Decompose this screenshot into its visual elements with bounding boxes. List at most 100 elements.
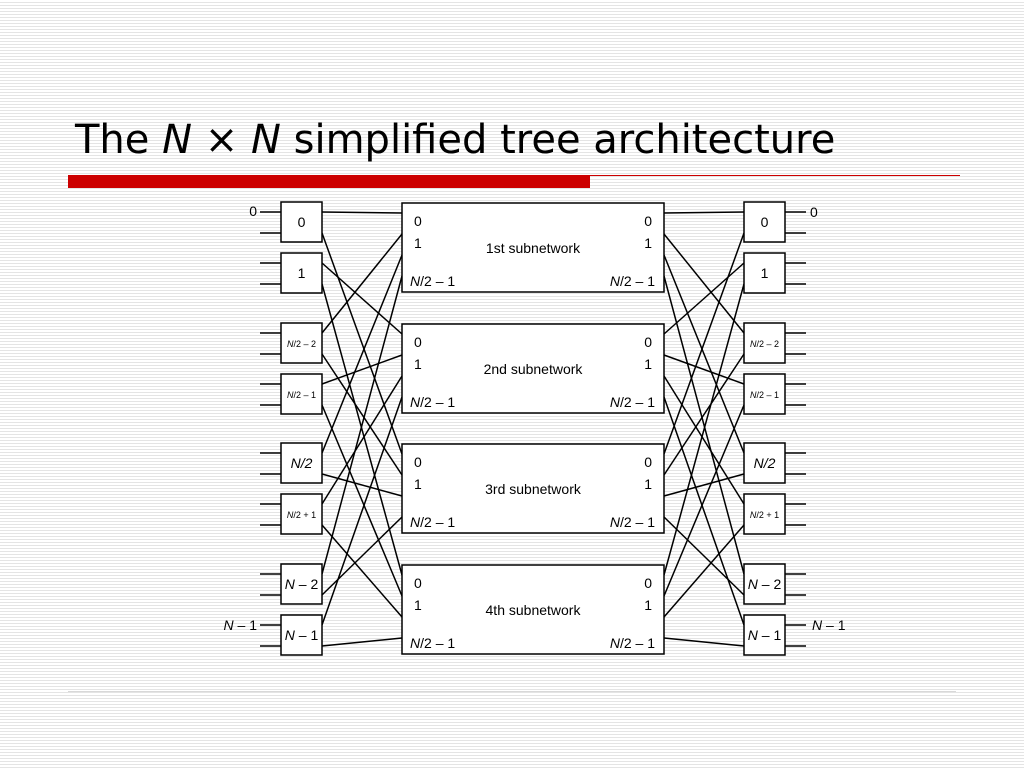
subnetwork-port-label: 0 bbox=[414, 454, 422, 470]
interstage-wire bbox=[321, 404, 403, 597]
title-var-2: N bbox=[251, 117, 281, 163]
switch-label: N – 1 bbox=[748, 627, 782, 643]
subnetwork-port-label-var: N bbox=[410, 514, 421, 530]
switch-label: N/2 – 1 bbox=[750, 390, 779, 400]
interstage-wire bbox=[321, 254, 403, 454]
subnetwork-port-label: 0 bbox=[414, 213, 422, 229]
subnetwork-port-label: N/2 – 1 bbox=[610, 635, 655, 651]
output-label-last: N – 1 bbox=[812, 617, 846, 633]
interstage-wire bbox=[321, 396, 403, 626]
subnetwork-port-label-var: N bbox=[410, 635, 421, 651]
interstage-wire bbox=[321, 375, 403, 505]
subnetwork-port-label: N/2 – 1 bbox=[610, 514, 655, 530]
switch-label: N/2 bbox=[754, 455, 776, 471]
switch-label-rest: – 1 bbox=[758, 627, 782, 643]
input-switch-box bbox=[280, 252, 323, 294]
subnetwork-port-label-var: N bbox=[610, 514, 621, 530]
switch-label-rest: – 2 bbox=[758, 576, 782, 592]
interstage-wire bbox=[663, 232, 745, 455]
switch-label: N/2 bbox=[291, 455, 313, 471]
interstage-wire bbox=[663, 275, 745, 575]
switch-label: 1 bbox=[761, 265, 769, 281]
subnetwork-port-label-var: N bbox=[610, 635, 621, 651]
subnetwork-name: 1st subnetwork bbox=[486, 240, 581, 256]
title-times: × bbox=[204, 117, 239, 163]
footer-divider bbox=[68, 691, 956, 692]
title-accent-line bbox=[590, 175, 960, 176]
interstage-wire bbox=[663, 353, 745, 476]
interstage-wire bbox=[321, 232, 403, 455]
interstage-wire bbox=[663, 233, 745, 334]
subnetwork-port-label-rest: /2 – 1 bbox=[420, 514, 455, 530]
subnetwork-port-label: 0 bbox=[644, 334, 652, 350]
switch-label-rest: /2 + 1 bbox=[756, 510, 779, 520]
subnetwork-port-label: N/2 – 1 bbox=[410, 635, 455, 651]
subnetwork-box bbox=[401, 323, 665, 414]
subnetwork-port-label: 1 bbox=[644, 356, 652, 372]
switch-label-var: N/2 bbox=[291, 455, 313, 471]
interstage-wire bbox=[663, 262, 745, 335]
subnetwork-name: 3rd subnetwork bbox=[485, 481, 582, 497]
subnetwork-port-label: N/2 – 1 bbox=[410, 514, 455, 530]
interstage-wire bbox=[321, 473, 403, 497]
switch-label-var: N/2 bbox=[754, 455, 776, 471]
output-switch-box bbox=[743, 493, 786, 535]
switch-label: N – 2 bbox=[285, 576, 319, 592]
output-label-last-rest: – 1 bbox=[822, 617, 846, 633]
subnetwork-box bbox=[401, 202, 665, 293]
interstage-wire bbox=[663, 254, 745, 454]
input-label-last-rest: – 1 bbox=[234, 617, 258, 633]
interstage-wire bbox=[321, 353, 403, 476]
interstage-wire bbox=[321, 275, 403, 575]
switch-label: 1 bbox=[298, 265, 306, 281]
switch-label: N – 1 bbox=[285, 627, 319, 643]
interstage-wire bbox=[321, 262, 403, 335]
interstage-wire bbox=[663, 524, 745, 618]
subnetwork-port-label: 1 bbox=[414, 356, 422, 372]
switch-label-rest: – 1 bbox=[295, 627, 319, 643]
switch-label-var: N bbox=[750, 390, 757, 400]
output-switch-box bbox=[743, 442, 786, 484]
interstage-wire bbox=[321, 516, 403, 596]
output-switch-box bbox=[743, 201, 786, 243]
input-switch-box bbox=[280, 493, 323, 535]
interstage-wire bbox=[321, 637, 403, 647]
input-switch-box bbox=[280, 614, 323, 656]
switch-label-var: N bbox=[287, 339, 294, 349]
interstage-wire bbox=[663, 473, 745, 497]
subnetwork-port-label: 0 bbox=[644, 454, 652, 470]
input-switch-box bbox=[280, 373, 323, 415]
title-accent-bar bbox=[68, 175, 590, 188]
subnetwork-port-label: N/2 – 1 bbox=[410, 394, 455, 410]
interstage-wire bbox=[321, 211, 403, 214]
interstage-wire bbox=[663, 396, 745, 626]
interstage-wire bbox=[321, 233, 403, 334]
subnetwork-port-label: 1 bbox=[644, 235, 652, 251]
subnetwork-port-label-var: N bbox=[610, 394, 621, 410]
subnetwork-name: 2nd subnetwork bbox=[484, 361, 584, 377]
input-switch-box bbox=[280, 322, 323, 364]
interstage-wire bbox=[321, 524, 403, 618]
subnetwork-port-label: 1 bbox=[644, 476, 652, 492]
switch-label-rest: /2 – 2 bbox=[293, 339, 316, 349]
switch-label-rest: – 2 bbox=[295, 576, 319, 592]
interstage-wire bbox=[663, 516, 745, 596]
subnetwork-port-label: 0 bbox=[414, 334, 422, 350]
interstage-wire bbox=[663, 375, 745, 505]
subnetwork-port-label: 0 bbox=[644, 575, 652, 591]
switch-label-var: N bbox=[287, 390, 294, 400]
output-label-last-var: N bbox=[812, 617, 823, 633]
subnetwork-port-label-var: N bbox=[610, 273, 621, 289]
subnetwork-port-label: 0 bbox=[644, 213, 652, 229]
switch-label-var: N bbox=[285, 576, 296, 592]
interstage-wire bbox=[663, 211, 745, 214]
interstage-wire bbox=[663, 354, 745, 385]
switch-label-rest: /2 – 1 bbox=[293, 390, 316, 400]
interstage-wire bbox=[663, 404, 745, 597]
title-rest: simplified tree architecture bbox=[293, 117, 836, 163]
subnetwork-port-label-rest: /2 – 1 bbox=[420, 635, 455, 651]
switch-label: N/2 – 2 bbox=[750, 339, 779, 349]
switch-label: 0 bbox=[298, 214, 306, 230]
subnetwork-name: 4th subnetwork bbox=[486, 602, 582, 618]
